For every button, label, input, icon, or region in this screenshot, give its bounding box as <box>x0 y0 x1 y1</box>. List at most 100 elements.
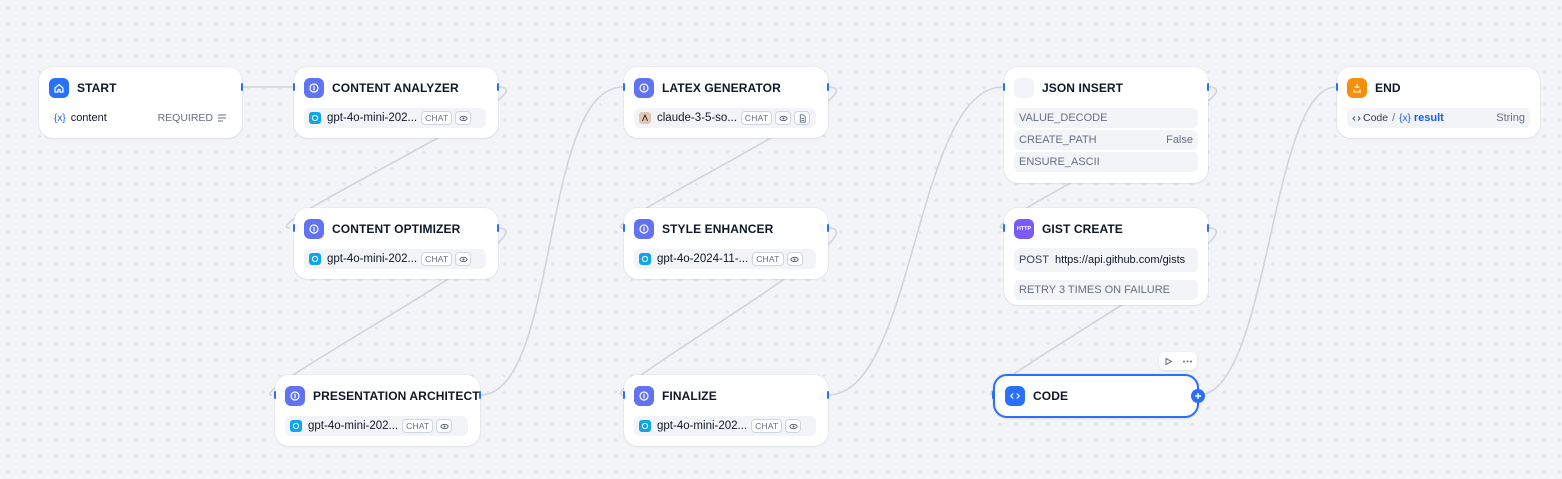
node-content-analyzer[interactable]: CONTENT ANALYZER gpt-4o-mini-202... CHAT <box>294 67 498 138</box>
node-title: PRESENTATION ARCHITECT <box>313 389 480 403</box>
llm-icon <box>285 386 305 406</box>
model-selector[interactable]: gpt-4o-mini-202... CHAT <box>304 249 486 269</box>
text-lines-icon <box>217 113 227 123</box>
param-value: False <box>1166 134 1193 146</box>
model-selector[interactable]: gpt-4o-mini-202... CHAT <box>304 108 486 128</box>
anthropic-icon <box>639 112 651 124</box>
openai-icon <box>639 253 651 265</box>
openai-icon <box>309 253 321 265</box>
param-key: ENSURE_ASCII <box>1019 156 1100 168</box>
node-latex-generator[interactable]: LATEX GENERATOR claude-3-5-so... CHAT <box>624 67 828 138</box>
param-key: VALUE_DECODE <box>1019 112 1108 124</box>
variable-icon: {x} <box>54 112 66 124</box>
node-title: CONTENT ANALYZER <box>332 81 459 95</box>
run-icon[interactable] <box>1164 357 1173 366</box>
model-name: gpt-4o-mini-202... <box>327 253 418 265</box>
model-selector[interactable]: gpt-4o-2024-11-... CHAT <box>634 249 816 269</box>
request-url: https://api.github.com/gists <box>1054 254 1186 266</box>
source-handle[interactable] <box>241 83 243 91</box>
model-selector[interactable]: claude-3-5-so... CHAT <box>634 108 816 128</box>
target-handle[interactable] <box>623 83 625 91</box>
vision-icon <box>455 111 472 125</box>
source-handle[interactable] <box>1207 224 1209 232</box>
model-selector[interactable]: gpt-4o-mini-202... CHAT <box>285 416 468 436</box>
node-code[interactable]: CODE <box>993 374 1199 418</box>
model-name: gpt-4o-mini-202... <box>308 420 399 432</box>
node-title: FINALIZE <box>662 389 717 403</box>
param-row: VALUE_DECODE <box>1014 108 1198 128</box>
node-style-enhancer[interactable]: STYLE ENHANCER gpt-4o-2024-11-... CHAT <box>624 208 828 279</box>
source-handle[interactable] <box>479 391 481 399</box>
variable-name: content <box>70 112 107 124</box>
retry-label: RETRY 3 TIMES ON FAILURE <box>1019 284 1170 296</box>
mode-badge: CHAT <box>402 419 434 433</box>
openai-icon <box>639 420 651 432</box>
vision-icon <box>455 252 472 266</box>
target-handle[interactable] <box>992 391 994 399</box>
node-title: STYLE ENHANCER <box>662 222 774 236</box>
model-name: claude-3-5-so... <box>657 112 737 124</box>
node-toolbar <box>1159 352 1197 370</box>
llm-icon <box>634 219 654 239</box>
node-title: LATEX GENERATOR <box>662 81 781 95</box>
node-title: CODE <box>1033 389 1069 403</box>
mode-badge: CHAT <box>740 111 773 125</box>
edge-analyzer-optimizer <box>285 86 508 229</box>
node-gist-create[interactable]: HTTP GIST CREATE POST https://api.github… <box>1004 208 1208 305</box>
source-handle[interactable] <box>497 83 499 91</box>
node-content-optimizer[interactable]: CONTENT OPTIMIZER gpt-4o-mini-202... CHA… <box>294 208 498 279</box>
node-finalize[interactable]: FINALIZE gpt-4o-mini-202... CHAT <box>624 375 828 446</box>
param-row: CREATE_PATH False <box>1014 130 1198 150</box>
node-start[interactable]: START {x} content REQUIRED <box>39 67 242 138</box>
output-variable-row[interactable]: Code / {x} result String <box>1347 108 1530 128</box>
vision-icon <box>775 111 792 125</box>
code-small-icon <box>1352 114 1361 123</box>
edge-code-end <box>1197 86 1337 396</box>
variable-icon: {x} <box>1399 112 1411 124</box>
source-handle[interactable] <box>497 224 499 232</box>
end-icon <box>1347 78 1367 98</box>
node-title: START <box>77 81 117 95</box>
start-variable-row[interactable]: {x} content REQUIRED <box>49 108 232 128</box>
code-icon <box>1005 386 1025 406</box>
target-handle[interactable] <box>274 391 276 399</box>
model-name: gpt-4o-mini-202... <box>657 420 748 432</box>
node-presentation-architect[interactable]: PRESENTATION ARCHITECT gpt-4o-mini-202..… <box>275 375 480 446</box>
openai-icon <box>290 420 302 432</box>
vision-icon <box>436 419 453 433</box>
source-handle[interactable] <box>1207 83 1209 91</box>
add-node-button[interactable] <box>1191 389 1205 403</box>
source-handle[interactable] <box>827 391 829 399</box>
home-icon <box>49 78 69 98</box>
separator: / <box>1392 112 1396 124</box>
target-handle[interactable] <box>1003 224 1005 232</box>
llm-icon <box>304 78 324 98</box>
source-node-name: Code <box>1363 112 1389 124</box>
document-icon <box>794 111 811 125</box>
node-title: GIST CREATE <box>1042 222 1123 236</box>
source-handle[interactable] <box>827 224 829 232</box>
retry-row: RETRY 3 TIMES ON FAILURE <box>1014 280 1198 300</box>
llm-icon <box>634 78 654 98</box>
model-selector[interactable]: gpt-4o-mini-202... CHAT <box>634 416 816 436</box>
model-name: gpt-4o-2024-11-... <box>657 253 749 265</box>
param-row: ENSURE_ASCII <box>1014 152 1198 172</box>
param-key: CREATE_PATH <box>1019 134 1097 146</box>
target-handle[interactable] <box>1003 83 1005 91</box>
more-icon[interactable] <box>1182 357 1193 366</box>
target-handle[interactable] <box>1336 83 1338 91</box>
target-handle[interactable] <box>293 224 295 232</box>
source-handle[interactable] <box>827 83 829 91</box>
target-handle[interactable] <box>623 391 625 399</box>
target-handle[interactable] <box>293 83 295 91</box>
mode-badge: CHAT <box>421 111 453 125</box>
http-icon: HTTP <box>1014 219 1034 239</box>
node-end[interactable]: END Code / {x} result String <box>1337 67 1540 138</box>
target-handle[interactable] <box>623 224 625 232</box>
node-json-insert[interactable]: JSON INSERT VALUE_DECODE CREATE_PATH Fal… <box>1004 67 1208 183</box>
variable-name: result <box>1413 112 1444 124</box>
edge-architect-latex <box>479 86 624 396</box>
mode-badge: CHAT <box>752 252 784 266</box>
required-label: REQUIRED <box>157 112 213 124</box>
